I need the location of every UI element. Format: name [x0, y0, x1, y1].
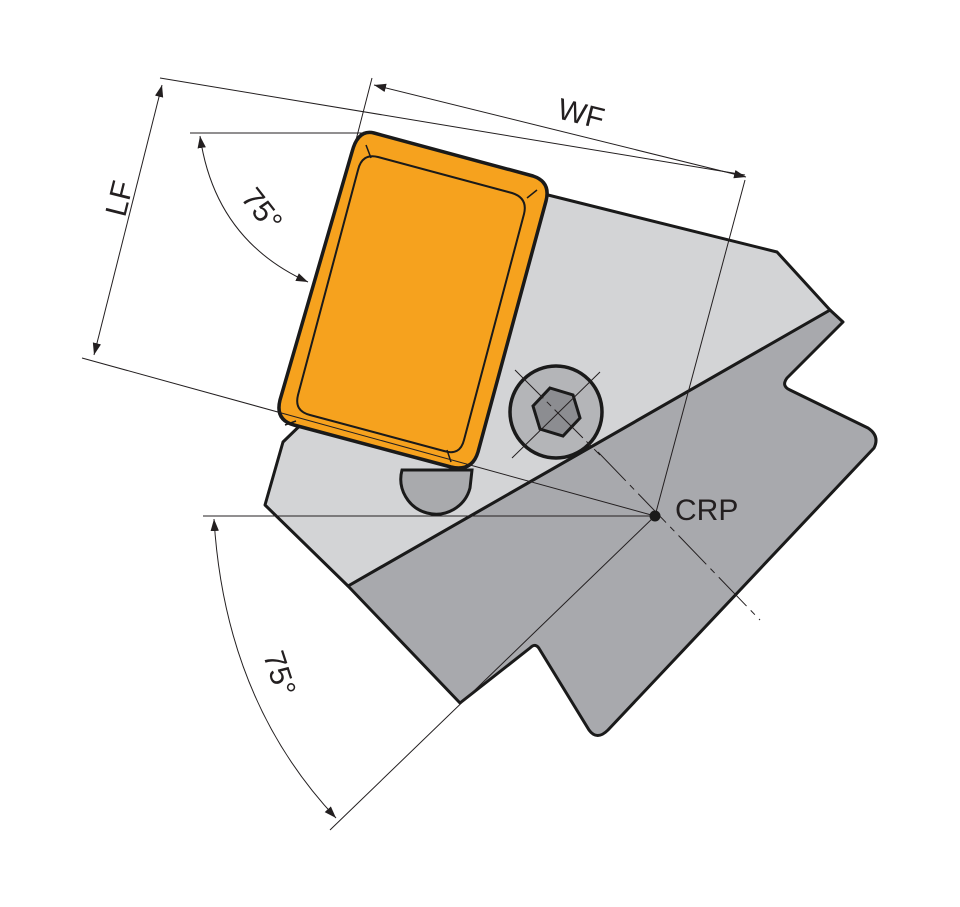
lf-label: LF [100, 178, 140, 220]
support-pin [399, 468, 474, 516]
wf-dimension-line [373, 83, 747, 179]
clamp-screw [508, 364, 604, 460]
lf-dimension-line [92, 84, 164, 356]
crp-point [649, 510, 661, 522]
top-angle-arc [197, 135, 309, 283]
top-angle-label: 75° [234, 182, 288, 238]
holder-shank [346, 308, 878, 737]
bottom-angle-label: 75° [256, 647, 301, 700]
wf-label: WF [554, 93, 607, 136]
bottom-angle-arc [210, 518, 337, 819]
cutting-insert [277, 130, 549, 470]
crp-label: CRP [675, 494, 738, 527]
